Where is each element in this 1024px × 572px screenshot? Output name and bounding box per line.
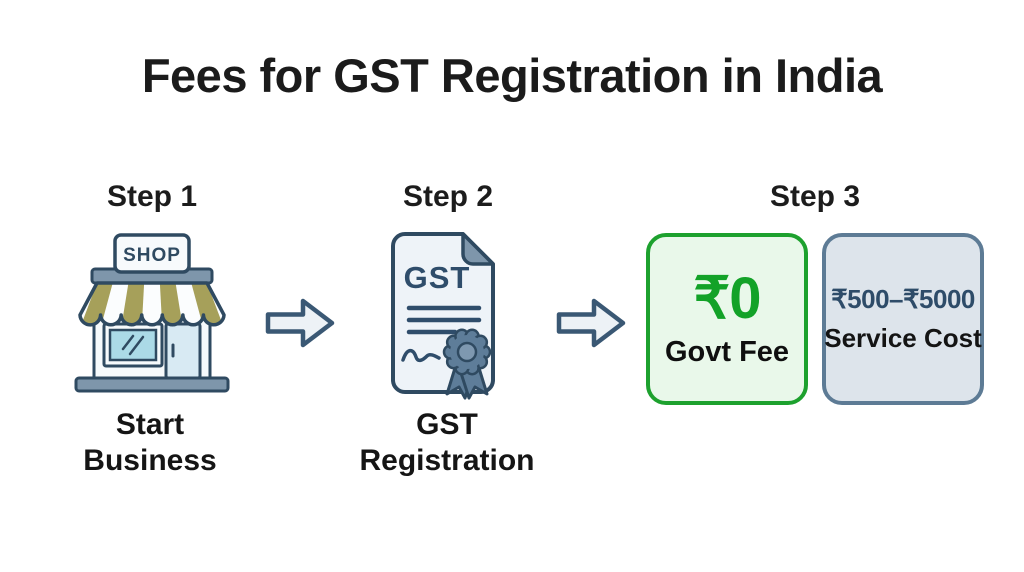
arrow-right-icon <box>265 298 335 348</box>
step-1-caption: Start Business <box>83 407 216 479</box>
gst-document-icon: GST <box>391 232 495 400</box>
awning-outline <box>78 281 226 327</box>
govt-fee-amount: ₹0 <box>693 265 761 331</box>
caption-line: Registration <box>359 444 535 477</box>
shop-sign <box>113 233 191 274</box>
shop-door <box>164 322 202 380</box>
document-title-text: GST <box>404 260 471 295</box>
page-title: Fees for GST Registration in India <box>141 49 883 102</box>
window-shine-1 <box>121 334 135 351</box>
govt-fee-card: ₹0 Govt Fee <box>646 233 808 405</box>
govt-fee-label: Govt Fee <box>664 335 790 368</box>
shop-awning <box>79 283 224 325</box>
step-3-label: Step 3 <box>769 180 861 213</box>
step-1-label: Step 1 <box>106 180 198 213</box>
service-cost-amount: ₹500–₹5000 <box>831 284 975 314</box>
shop-icon: SHOP <box>74 233 230 393</box>
caption-line: Business <box>83 444 217 477</box>
document-fold <box>461 232 495 266</box>
caption-line: GST <box>416 408 478 441</box>
shop-sign-text: SHOP <box>123 245 181 266</box>
shop-window-glass <box>108 328 158 362</box>
service-cost-card: ₹500–₹5000 Service Cost <box>822 233 984 405</box>
step-2-label: Step 2 <box>402 180 494 213</box>
step-2-caption: GST Registration <box>359 407 534 479</box>
window-shine-2 <box>128 335 145 356</box>
signature-squiggle <box>401 348 441 363</box>
service-cost-label: Service Cost <box>824 323 982 353</box>
shop-base <box>74 376 230 393</box>
arrow-right-icon <box>556 298 626 348</box>
caption-line: Start <box>115 408 185 441</box>
rosette-seal-icon <box>442 328 492 400</box>
